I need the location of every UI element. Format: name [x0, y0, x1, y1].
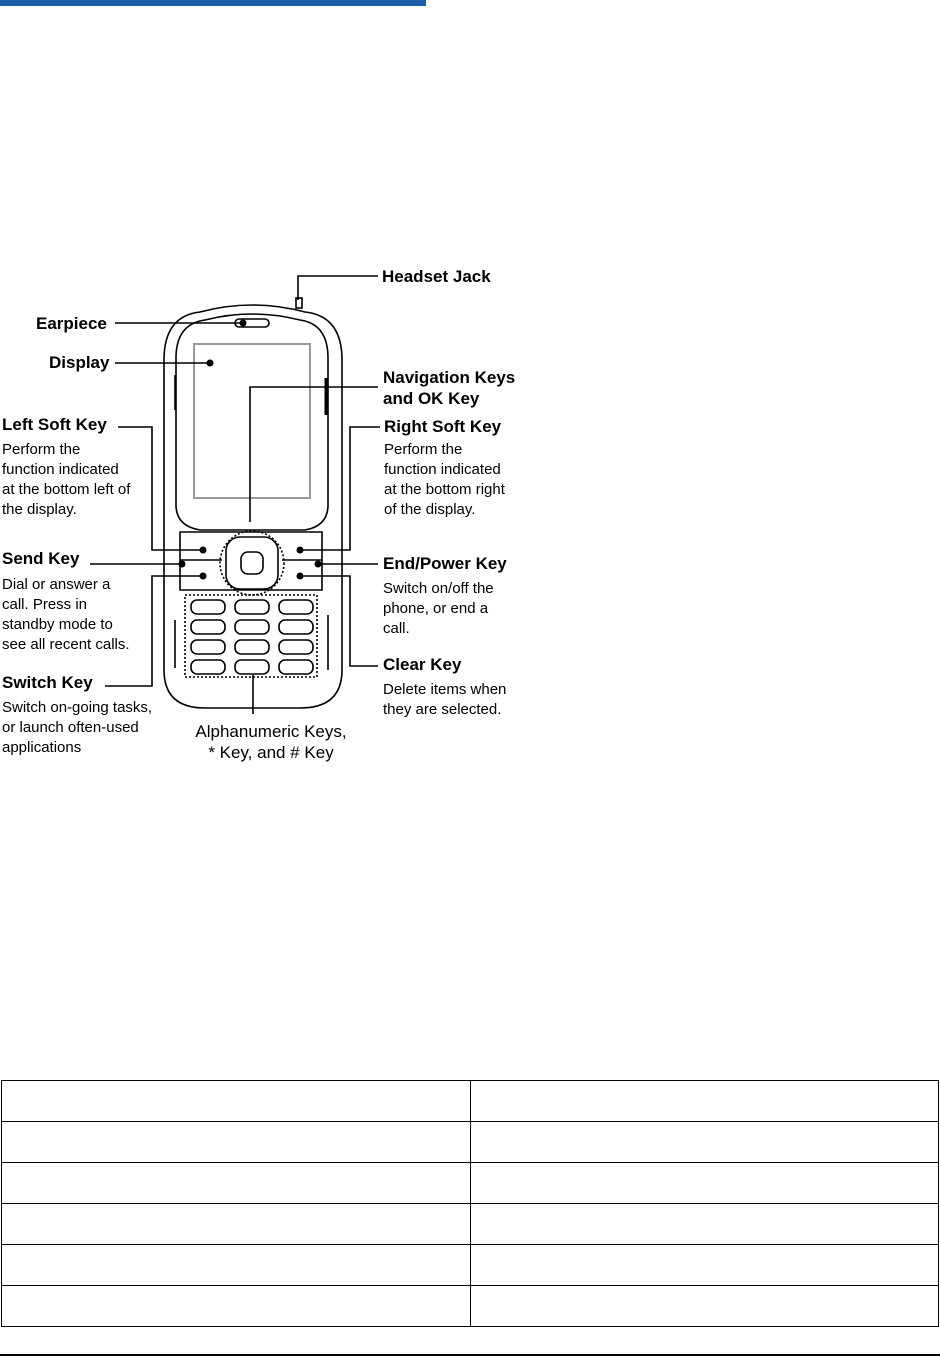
label-alphanumeric-keys: Alphanumeric Keys, * Key, and # Key — [195, 722, 347, 762]
table-cell — [1, 1080, 471, 1122]
label-right-soft-key: Right Soft Key — [384, 417, 502, 436]
navigation-pad — [225, 536, 279, 590]
leader-switch-key — [105, 575, 203, 687]
table-row — [1, 1285, 939, 1327]
table-cell — [469, 1203, 939, 1245]
table-cell — [1, 1285, 471, 1327]
table-cell — [469, 1080, 939, 1122]
label-clear-key: Clear Key — [383, 655, 462, 674]
label-send-key: Send Key — [2, 549, 80, 568]
table-cell — [1, 1203, 471, 1245]
phone-body-outline — [163, 304, 343, 709]
label-navigation-keys: Navigation Keys and OK Key — [383, 368, 516, 408]
leader-clear-key — [300, 575, 378, 667]
phone-illustration — [90, 275, 380, 714]
table-cell — [469, 1121, 939, 1163]
label-end-power-key: End/Power Key — [383, 554, 507, 573]
keypad-keys — [190, 599, 314, 675]
table-row — [1, 1080, 939, 1122]
table-cell — [469, 1244, 939, 1286]
label-display: Display — [49, 353, 110, 372]
table-row — [1, 1244, 939, 1286]
label-headset-jack: Headset Jack — [382, 267, 491, 286]
table-cell — [469, 1285, 939, 1327]
footer-rule — [0, 1354, 940, 1356]
table-row — [1, 1162, 939, 1204]
label-left-soft-key: Left Soft Key — [2, 415, 107, 434]
desc-right-soft-key: Perform the function indicated at the bo… — [384, 441, 505, 518]
navigation-dashed-area — [219, 530, 285, 596]
label-switch-key: Switch Key — [2, 673, 93, 692]
ok-key — [240, 551, 264, 575]
desc-clear-key: Delete items when they are selected. — [383, 681, 507, 718]
phone-diagram: Headset Jack Earpiece Display Navigation… — [0, 250, 560, 780]
leader-left-soft-key — [118, 426, 203, 551]
header-accent-bar — [0, 0, 426, 6]
leader-right-soft-key — [300, 426, 380, 551]
table-cell — [1, 1162, 471, 1204]
table-row — [1, 1203, 939, 1245]
desc-send-key: Dial or answer a call. Press in standby … — [2, 576, 130, 653]
table-cell — [1, 1244, 471, 1286]
display-screen — [193, 343, 311, 499]
headset-jack-port — [295, 297, 303, 309]
desc-switch-key: Switch on-going tasks, or launch often-u… — [2, 699, 153, 756]
keypad-dashed-area — [184, 594, 318, 678]
desc-end-power-key: Switch on/off the phone, or end a call. — [383, 580, 494, 637]
table-cell — [469, 1162, 939, 1204]
table-cell — [1, 1121, 471, 1163]
table-row — [1, 1121, 939, 1163]
key-spec-table — [1, 1080, 939, 1327]
leader-navigation — [249, 386, 378, 522]
phone-top-panel — [175, 313, 329, 531]
label-earpiece: Earpiece — [36, 314, 107, 333]
leader-headset-jack — [297, 275, 378, 300]
desc-left-soft-key: Perform the function indicated at the bo… — [2, 441, 131, 518]
